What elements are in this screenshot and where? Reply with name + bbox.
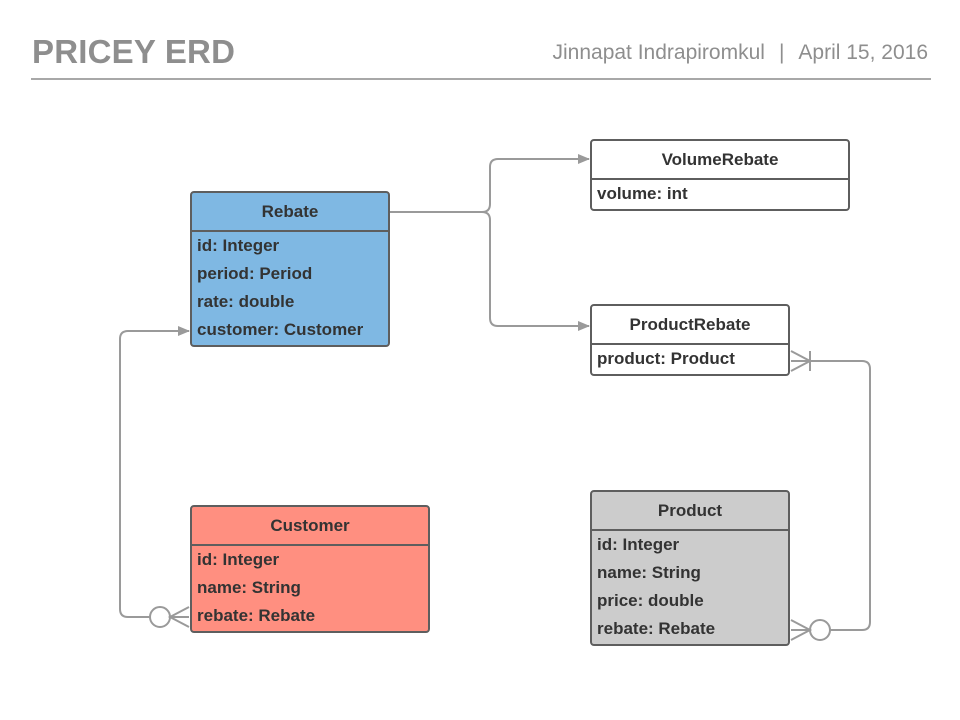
customer-attr-id: id: Integer (197, 550, 280, 569)
product-attr-id: id: Integer (597, 535, 680, 554)
connector-rebate-volumerebate (390, 154, 590, 213)
rebate-attr-period: period: Period (197, 264, 313, 283)
entity-volumerebate-title: VolumeRebate (592, 141, 848, 180)
rebate-attr-id: id: Integer (197, 236, 280, 255)
header-divider (31, 78, 931, 80)
entity-customer[interactable]: Customer id: Integer name: String rebate… (190, 505, 430, 633)
crowsfoot-customer-circle (149, 606, 171, 628)
entity-product-title: Product (592, 492, 788, 531)
author-name: Jinnapat Indrapiromkul (552, 41, 765, 64)
diagram-title: PRICEY ERD (32, 33, 236, 70)
entity-volumerebate[interactable]: VolumeRebate volume: int (590, 139, 850, 211)
connector-rebate-productrebate (481, 211, 590, 331)
crowsfoot-productrebate (790, 350, 813, 372)
diagram-date: April 15, 2016 (798, 41, 928, 64)
connector-product-productrebate (791, 360, 871, 631)
rebate-attr-rate: rate: double (197, 292, 295, 311)
rebate-attr-customer: customer: Customer (197, 320, 364, 339)
crowsfoot-customer-fork (167, 606, 190, 628)
crowsfoot-product-circle (809, 619, 831, 641)
diagram-meta: Jinnapat Indrapiromkul | April 15, 2016 (552, 41, 928, 65)
customer-attr-rebate: rebate: Rebate (197, 606, 316, 625)
product-attr-rebate: rebate: Rebate (597, 619, 716, 638)
entity-productrebate[interactable]: ProductRebate product: Product (590, 304, 790, 376)
product-attr-price: price: double (597, 591, 704, 610)
product-attr-name: name: String (597, 563, 701, 582)
meta-separator: | (778, 41, 785, 64)
entity-productrebate-title: ProductRebate (592, 306, 788, 345)
productrebate-attr-product: product: Product (597, 349, 735, 368)
connector-customer-rebate (119, 326, 190, 618)
entity-product[interactable]: Product id: Integer name: String price: … (590, 490, 790, 646)
crowsfoot-customer (149, 606, 190, 628)
crowsfoot-product-fork (790, 619, 813, 641)
entity-rebate-title: Rebate (192, 193, 388, 232)
volumerebate-attr-volume: volume: int (597, 184, 688, 203)
customer-attr-name: name: String (197, 578, 301, 597)
crowsfoot-product (790, 619, 831, 641)
entity-customer-title: Customer (192, 507, 428, 546)
entity-rebate[interactable]: Rebate id: Integer period: Period rate: … (190, 191, 390, 347)
